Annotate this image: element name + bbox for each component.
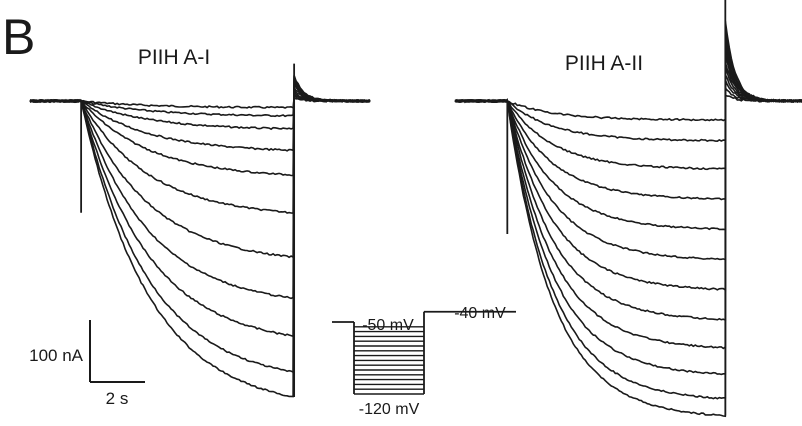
- scale-bar-current-label: 100 nA: [29, 346, 84, 365]
- current-trace: [454, 74, 802, 201]
- current-traces-piih-a-ii: [454, 0, 802, 418]
- protocol-post-label: -40 mV: [454, 305, 506, 322]
- protocol-step-lines: [332, 310, 516, 395]
- current-trace: [29, 85, 371, 214]
- panel-letter: B: [2, 9, 35, 65]
- current-trace: [29, 89, 371, 152]
- protocol-min-label: -120 mV: [359, 401, 420, 418]
- current-trace: [454, 20, 802, 418]
- current-trace: [29, 74, 371, 398]
- voltage-protocol-schematic: -50 mV -40 mV -120 mV: [332, 305, 516, 418]
- current-traces-piih-a-i: [29, 63, 371, 398]
- trace-title-piih-a-i: PIIH A-I: [138, 46, 210, 69]
- protocol-holding-label: -50 mV: [362, 317, 414, 334]
- trace-title-piih-a-ii: PIIH A-II: [565, 52, 643, 75]
- scale-bar-time-label: 2 s: [106, 389, 129, 408]
- scale-bar: 100 nA 2 s: [29, 320, 145, 408]
